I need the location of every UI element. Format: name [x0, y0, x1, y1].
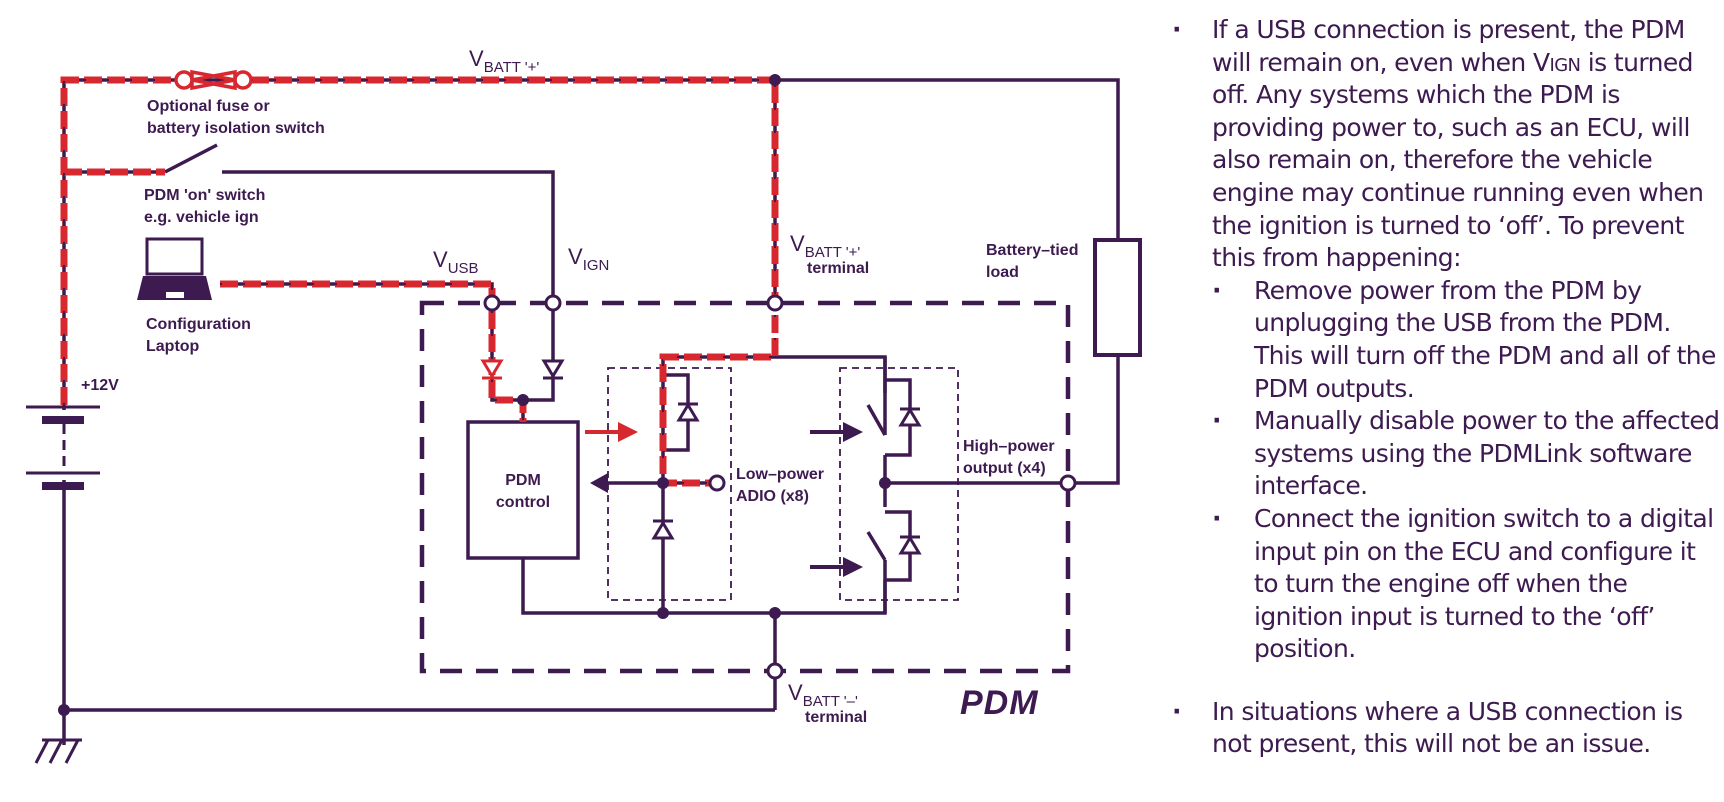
control-out-arrow-icon	[585, 422, 638, 442]
switch-label-line2: e.g. vehicle ign	[144, 209, 259, 226]
wiring	[62, 78, 1120, 745]
hp-lower-diode-icon	[898, 535, 922, 555]
pdm-control-block	[466, 420, 580, 560]
sub-note-item: Connect the ignition switch to a digital…	[1212, 503, 1720, 666]
hp-output-label-line2: output (x4)	[963, 460, 1046, 477]
vbatt-terminal-label-line2: terminal	[807, 260, 869, 277]
ign-diode-icon	[541, 359, 565, 380]
load-label-line1: Battery–tied	[986, 242, 1078, 259]
vbatt-top-label: VBATT '+'	[469, 46, 539, 76]
laptop-label-line2: Laptop	[146, 338, 200, 355]
note-vign: ign	[1549, 47, 1582, 77]
adio-terminal	[708, 474, 726, 492]
hp-upper-diode-icon	[898, 407, 922, 427]
vign-label: VIGN	[568, 244, 609, 274]
switch-label-line1: PDM 'on' switch	[144, 187, 265, 204]
vbatt-terminal-label: VBATT '+'	[790, 231, 860, 261]
vusb-terminal	[483, 294, 501, 312]
hp-lower-drive-arrow-icon	[810, 557, 863, 577]
battery-tied-load-icon	[1093, 238, 1142, 357]
note-usb-absent: In situations where a USB connection is …	[1172, 696, 1720, 761]
high-side-switch	[866, 404, 887, 436]
sub-note-item: Manually disable power to the affected s…	[1212, 405, 1720, 503]
fuse-icon	[174, 69, 253, 91]
vbatt-plus-terminal	[766, 294, 784, 312]
sub-note-item: Remove power from the PDM by unplugging …	[1212, 275, 1720, 405]
terminals	[483, 294, 1077, 680]
pdm-wiring-diagram: VBATT '+' Optional fuse or battery isola…	[26, 46, 1142, 764]
note-text: If a USB connection is present, the PDM …	[1212, 15, 1685, 77]
notes-panel: If a USB connection is present, the PDM …	[1172, 14, 1720, 761]
vusb-label: VUSB	[433, 247, 479, 277]
note-usb-present: If a USB connection is present, the PDM …	[1172, 14, 1720, 666]
junction-dots	[58, 74, 891, 716]
vign-terminal	[544, 294, 562, 312]
hp-upper-drive-arrow-icon	[810, 422, 863, 442]
fuse-label-line1: Optional fuse or	[147, 98, 270, 115]
battery-icon	[26, 405, 100, 490]
pdm-control-label-line1: PDM	[505, 472, 541, 489]
hp-output-terminal	[1059, 474, 1077, 492]
vbatt-neg-label-line2: terminal	[805, 709, 867, 726]
current-flow-path	[60, 76, 779, 487]
fuse-label-line2: battery isolation switch	[147, 120, 325, 137]
ground-icon	[34, 738, 82, 764]
low-side-switch	[866, 531, 887, 561]
vbatt-neg-label: VBATT '–'	[788, 680, 858, 710]
adio-label-line1: Low–power	[736, 466, 824, 483]
laptop-label-line1: Configuration	[146, 316, 251, 333]
adio-upper-diode-icon	[676, 402, 700, 422]
vbatt-minus-terminal	[766, 662, 784, 680]
plus-12v-label: +12V	[81, 377, 119, 394]
laptop-icon	[137, 237, 212, 300]
adio-feedback-arrow-icon	[590, 473, 608, 493]
pdm-logo: PDM	[960, 684, 1039, 722]
adio-lower-diode-icon	[651, 519, 675, 540]
usb-diode-icon	[480, 359, 504, 380]
pdm-control-label-line2: control	[496, 494, 550, 511]
note-text-cont: is turned off. Any systems which the PDM…	[1212, 47, 1704, 273]
adio-label-line2: ADIO (x8)	[736, 488, 809, 505]
load-label-line2: load	[986, 264, 1019, 281]
high-power-module-box	[839, 367, 959, 601]
hp-output-label-line1: High–power	[963, 438, 1055, 455]
